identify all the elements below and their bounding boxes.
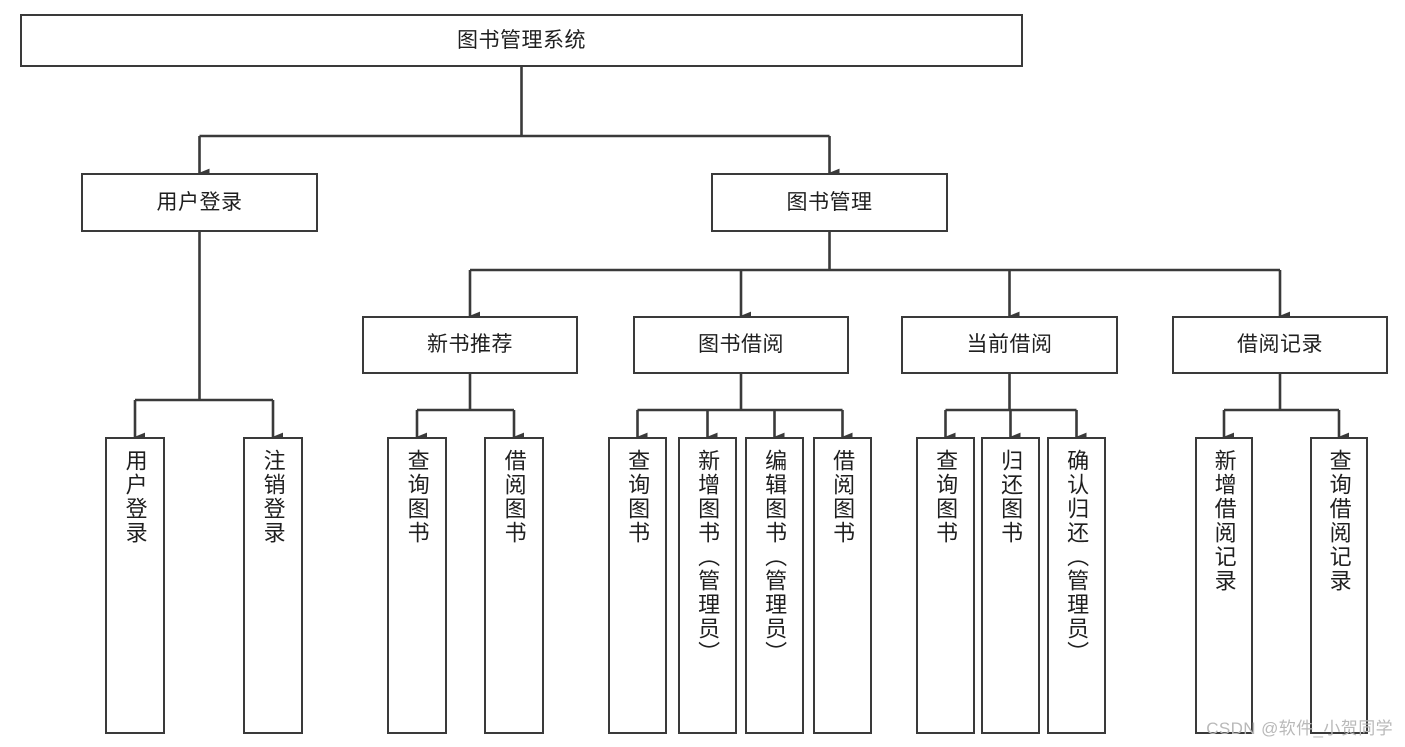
leaf-node-用户登录-用户登录: 用户登录 bbox=[105, 437, 165, 734]
leaf-node-借阅记录-查询借阅记录: 查询借阅记录 bbox=[1310, 437, 1368, 734]
level2-node-用户登录: 用户登录 bbox=[81, 173, 318, 232]
leaf-node-新书推荐-借阅图书: 借阅图书 bbox=[484, 437, 544, 734]
node-label: 借阅图书 bbox=[830, 449, 856, 545]
leaf-node-借阅记录-新增借阅记录: 新增借阅记录 bbox=[1195, 437, 1253, 734]
level3-node-图书借阅: 图书借阅 bbox=[633, 316, 849, 374]
node-label: 用户登录 bbox=[122, 449, 148, 545]
node-label: 当前借阅 bbox=[966, 333, 1053, 357]
node-label: 图书管理系统 bbox=[457, 28, 586, 52]
watermark-label: CSDN @软件_小贺同学 bbox=[1206, 719, 1393, 738]
node-label: 查询借阅记录 bbox=[1326, 449, 1352, 593]
level3-node-借阅记录: 借阅记录 bbox=[1172, 316, 1388, 374]
leaf-node-当前借阅-查询图书: 查询图书 bbox=[916, 437, 975, 734]
node-label: 注销登录 bbox=[260, 449, 286, 545]
leaf-node-当前借阅-确认归还管理员: 确认归还（管理员） bbox=[1047, 437, 1106, 734]
node-label: 新书推荐 bbox=[427, 333, 513, 357]
leaf-node-图书借阅-查询图书: 查询图书 bbox=[608, 437, 667, 734]
node-label: 用户登录 bbox=[156, 190, 243, 214]
leaf-node-用户登录-注销登录: 注销登录 bbox=[243, 437, 303, 734]
node-label: 查询图书 bbox=[404, 449, 430, 545]
node-label: 新增借阅记录 bbox=[1211, 449, 1237, 593]
node-label: 查询图书 bbox=[933, 449, 959, 545]
leaf-node-图书借阅-借阅图书: 借阅图书 bbox=[813, 437, 872, 734]
leaf-node-新书推荐-查询图书: 查询图书 bbox=[387, 437, 447, 734]
node-label: 图书借阅 bbox=[698, 333, 784, 357]
node-label: 编辑图书（管理员） bbox=[762, 449, 788, 665]
root-node-图书管理系统: 图书管理系统 bbox=[20, 14, 1023, 67]
leaf-node-当前借阅-归还图书: 归还图书 bbox=[981, 437, 1040, 734]
node-label: 图书管理 bbox=[786, 190, 873, 214]
leaf-node-图书借阅-编辑图书管理员: 编辑图书（管理员） bbox=[745, 437, 804, 734]
level3-node-当前借阅: 当前借阅 bbox=[901, 316, 1118, 374]
node-label: 借阅图书 bbox=[501, 449, 527, 545]
level2-node-图书管理: 图书管理 bbox=[711, 173, 948, 232]
node-label: 确认归还（管理员） bbox=[1064, 449, 1090, 665]
node-label: 新增图书（管理员） bbox=[695, 449, 721, 665]
node-label: 查询图书 bbox=[625, 449, 651, 545]
node-label: 借阅记录 bbox=[1237, 333, 1323, 357]
leaf-node-图书借阅-新增图书管理员: 新增图书（管理员） bbox=[678, 437, 737, 734]
level3-node-新书推荐: 新书推荐 bbox=[362, 316, 578, 374]
node-label: 归还图书 bbox=[998, 449, 1024, 545]
